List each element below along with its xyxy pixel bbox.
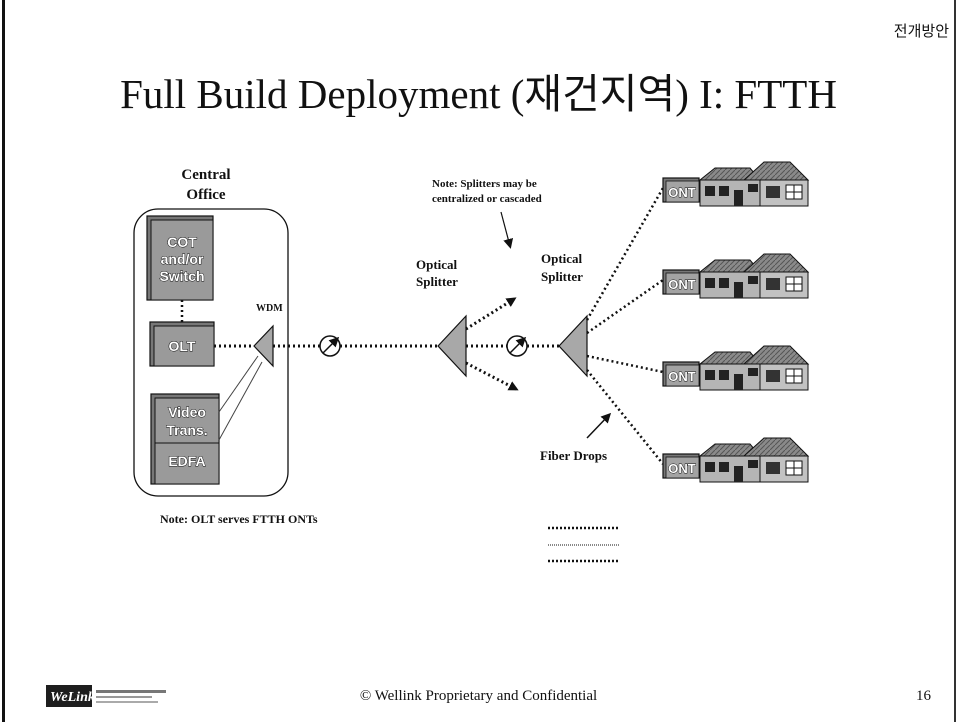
splitter2-label-line2: Splitter bbox=[541, 269, 583, 284]
video-edfa-box: Video Trans. EDFA bbox=[150, 393, 220, 485]
optical-splitter-2 bbox=[558, 314, 588, 378]
cot-switch-box: COT and/or Switch bbox=[146, 215, 214, 301]
connector-1 bbox=[319, 335, 341, 357]
olt-note: Note: OLT serves FTTH ONTs bbox=[160, 512, 318, 526]
video-label-line1: Video bbox=[168, 404, 206, 420]
splitter1-branch-down bbox=[465, 361, 519, 391]
house-1: ONT bbox=[662, 161, 810, 207]
section-label: 전개방안 bbox=[893, 22, 949, 40]
central-office-label-line2: Office bbox=[186, 187, 225, 203]
page-number: 16 bbox=[916, 688, 931, 704]
splitter1-label-line2: Splitter bbox=[416, 274, 458, 289]
connector-2 bbox=[506, 335, 528, 357]
wdm-triangle bbox=[253, 324, 274, 368]
optical-splitter-1 bbox=[437, 314, 467, 378]
central-office-label-line1: Central bbox=[181, 167, 230, 183]
wellink-logo: WeLink bbox=[46, 685, 166, 707]
fiber-drop-2 bbox=[586, 278, 664, 335]
splitter1-label-line1: Optical bbox=[416, 257, 458, 272]
central-office: Central Office COT and/or Switch OLT bbox=[133, 167, 289, 497]
svg-text:WeLink: WeLink bbox=[50, 690, 95, 705]
cot-label-line3: Switch bbox=[159, 268, 204, 284]
edfa-label: EDFA bbox=[168, 453, 205, 469]
fiber-drop-4 bbox=[586, 369, 664, 465]
wdm-label: WDM bbox=[256, 303, 283, 314]
ont-label-1: ONT bbox=[668, 185, 696, 200]
fiber-drop-3 bbox=[586, 354, 664, 374]
olt-box: OLT bbox=[149, 321, 215, 367]
house-3: ONT bbox=[662, 345, 810, 391]
splitters-note-line2: centralized or cascaded bbox=[432, 193, 542, 205]
video-wdm-link-2 bbox=[218, 361, 263, 441]
ont-label-2: ONT bbox=[668, 277, 696, 292]
splitters-note-line1: Note: Splitters may be bbox=[432, 178, 537, 190]
house-4: ONT bbox=[662, 437, 810, 483]
ont-label-3: ONT bbox=[668, 369, 696, 384]
cot-label-line2: and/or bbox=[161, 251, 204, 267]
video-label-line2: Trans. bbox=[166, 422, 207, 438]
slide-border-left bbox=[2, 0, 5, 722]
video-wdm-link-1 bbox=[218, 355, 259, 413]
fiber-drops-arrow bbox=[586, 412, 612, 439]
slide-border-right bbox=[954, 0, 956, 722]
splitter1-branch-up bbox=[465, 297, 517, 331]
fiber-drops-label: Fiber Drops bbox=[540, 448, 607, 463]
house-2: ONT bbox=[662, 253, 810, 299]
ont-label-4: ONT bbox=[668, 461, 696, 476]
footer-copyright: © Wellink Proprietary and Confidential bbox=[359, 688, 598, 704]
splitter2-label-line1: Optical bbox=[541, 251, 583, 266]
splitters-note-arrow bbox=[500, 211, 514, 249]
central-office-boundary bbox=[133, 208, 289, 497]
page-title: Full Build Deployment (재건지역) I: FTTH bbox=[120, 71, 837, 117]
olt-label: OLT bbox=[169, 338, 196, 354]
fiber-drop-1 bbox=[585, 187, 665, 321]
cot-label-line1: COT bbox=[167, 234, 197, 250]
